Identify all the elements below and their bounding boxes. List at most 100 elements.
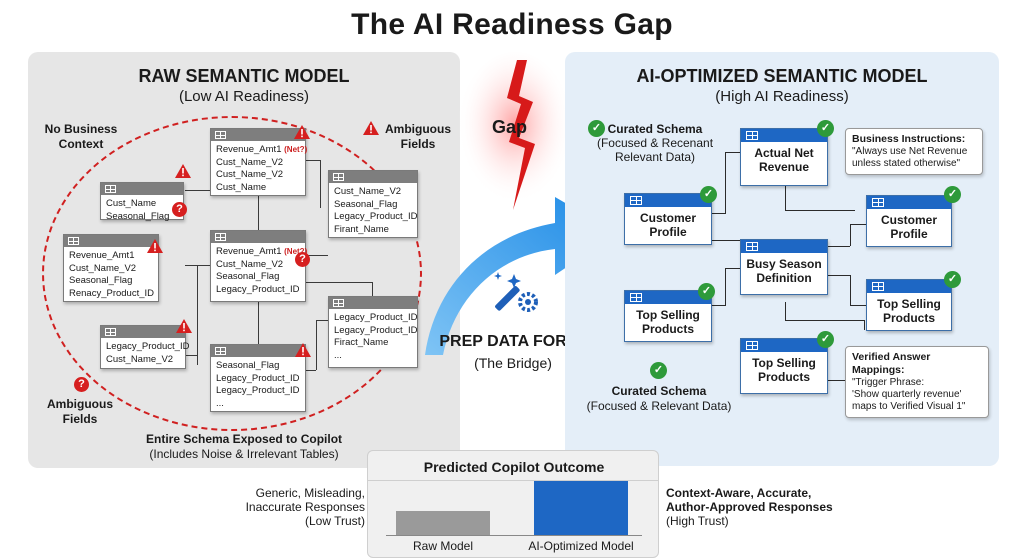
connector-line	[306, 160, 321, 161]
warning-icon	[363, 121, 379, 135]
check-icon: ✓	[944, 186, 961, 203]
warning-icon	[176, 319, 192, 333]
field-name: Seasonal_Flag	[216, 271, 280, 282]
raw-table: Cust_Name Seasonal_Flag	[100, 182, 184, 222]
table-grid-icon	[333, 173, 344, 181]
field-name: Legacy_Product_ID	[216, 385, 300, 396]
verified-answer-mappings-note: Verified Answer Mappings: "Trigger Phras…	[845, 346, 989, 418]
connector-line	[725, 152, 726, 213]
check-icon: ✓	[698, 283, 715, 300]
table-grid-icon	[215, 131, 226, 139]
connector-line	[850, 224, 866, 225]
optimized-model-title: AI-OPTIMIZED SEMANTIC MODEL	[636, 66, 928, 86]
bridge-title: PREP DATA FOR AI	[439, 333, 587, 350]
bridge-subtitle: (The Bridge)	[474, 355, 552, 371]
field-name: ...	[216, 397, 224, 409]
check-icon: ✓	[700, 186, 717, 203]
connector-line	[785, 185, 786, 210]
field-name: Revenue_Amt1	[216, 246, 282, 257]
field-name: ...	[334, 349, 342, 361]
magic-wand-gear-icon	[494, 272, 538, 312]
field-name: Cust_Name	[106, 198, 157, 209]
field-name: Cust_Name_V2	[216, 169, 284, 180]
check-icon: ✓	[817, 331, 834, 348]
warning-icon	[294, 125, 310, 139]
field-name: Seasonal_Flag	[69, 275, 133, 286]
connector-line	[785, 320, 865, 321]
connector-line	[712, 305, 726, 306]
field-name: Firant_Name	[334, 223, 389, 235]
connector-line	[850, 305, 866, 306]
field-name: Firact_Name	[334, 337, 389, 348]
field-name: Legacy_Product_ID	[334, 324, 418, 336]
field-name: Cust_Name	[216, 181, 267, 193]
high-trust-description: Context-Aware, Accurate, Author-Approved…	[666, 486, 833, 528]
business-instructions-note: Business Instructions: "Always use Net R…	[845, 128, 983, 175]
field-name: Cust_Name_V2	[216, 156, 284, 168]
connector-line	[712, 213, 726, 214]
table-grid-icon	[105, 185, 116, 193]
connector-line	[725, 268, 741, 269]
raw-table: Legacy_Product_ID Cust_Name_V2	[100, 325, 189, 369]
connector-line	[258, 302, 259, 344]
field-name: Revenue_Amt1	[216, 144, 282, 155]
schema-exposed-caption: Entire Schema Exposed to Copilot	[145, 432, 343, 446]
check-icon: ✓	[650, 362, 667, 379]
table-grid-icon	[872, 198, 884, 207]
low-trust-description: Generic, Misleading, Inaccurate Response…	[245, 486, 365, 528]
connector-line	[785, 302, 786, 320]
raw-table: Revenue_Amt1 (Net?) Cust_Name_V2 Seasona…	[210, 230, 308, 302]
table-grid-icon	[746, 131, 758, 140]
table-grid-icon	[746, 341, 758, 350]
connector-line	[258, 196, 259, 230]
question-icon: ?	[172, 202, 187, 217]
table-grid-icon	[215, 347, 226, 355]
connector-line	[828, 380, 846, 381]
outcome-baseline	[386, 535, 642, 536]
connector-line	[306, 282, 372, 283]
outcome-bar	[534, 481, 628, 535]
field-name: Seasonal_Flag	[106, 210, 170, 222]
connector-line	[850, 224, 851, 246]
raw-model-subtitle: (Low AI Readiness)	[178, 88, 310, 105]
table-grid-icon	[215, 233, 226, 241]
gap-label: Gap	[492, 117, 528, 137]
connector-line	[316, 320, 317, 370]
net-question-flag: (Net?)	[284, 247, 308, 256]
field-name: Cust_Name_V2	[334, 186, 402, 197]
raw-table: Legacy_Product_ID Legacy_Product_ID Fira…	[328, 296, 418, 368]
connector-line	[828, 246, 850, 247]
field-name: Cust_Name_V2	[69, 262, 137, 274]
field-name: Legacy_Product_ID	[334, 312, 418, 323]
raw-table: Revenue_Amt1 Cust_Name_V2 Seasonal_Flag …	[63, 234, 159, 302]
field-name: Cust_Name_V2	[106, 353, 174, 365]
table-grid-icon	[105, 328, 116, 336]
warning-icon	[295, 343, 311, 357]
connector-line	[306, 370, 316, 371]
optimized-model-subtitle: (High AI Readiness)	[715, 88, 849, 105]
field-name: Seasonal_Flag	[216, 360, 280, 371]
connector-line	[372, 282, 373, 296]
lightning-crack-icon	[507, 60, 535, 210]
check-icon: ✓	[588, 120, 605, 137]
question-icon: ?	[74, 377, 89, 392]
curated-schema-label-bottom: Curated Schema (Focused & Relevant Data)	[586, 384, 732, 413]
connector-line	[725, 152, 741, 153]
connector-line	[316, 320, 328, 321]
table-grid-icon	[746, 242, 758, 251]
field-name: Legacy_Product_ID	[216, 372, 300, 384]
outcome-bar-label: Raw Model	[412, 539, 474, 553]
raw-table: Seasonal_Flag Legacy_Product_ID Legacy_P…	[210, 344, 306, 412]
title-divider	[368, 480, 658, 481]
outcome-chart-title: Predicted Copilot Outcome	[423, 459, 605, 475]
check-icon: ✓	[817, 120, 834, 137]
schema-exposed-subcaption: (Includes Noise & Irrelevant Tables)	[149, 447, 339, 461]
